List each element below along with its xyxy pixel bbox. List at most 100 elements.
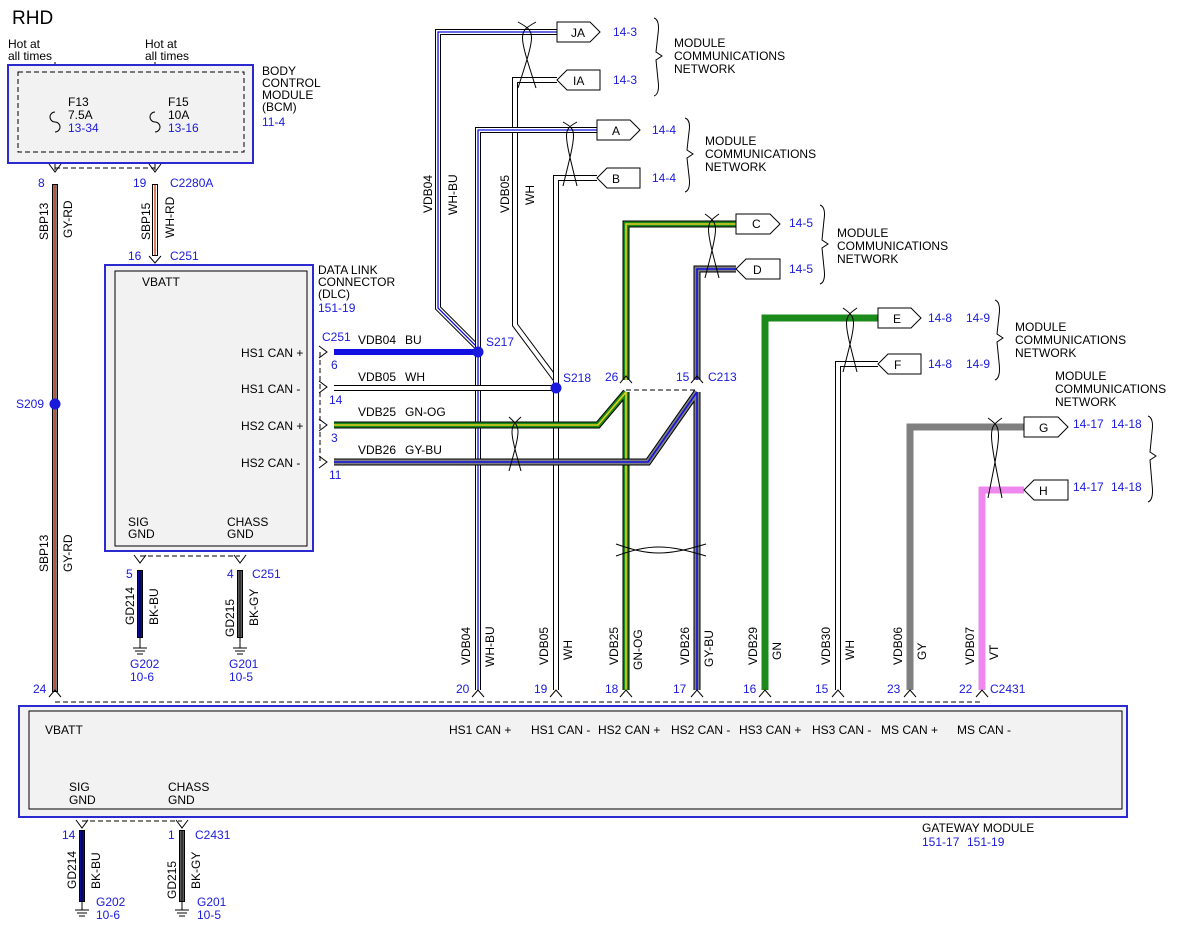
tag-d-ref: 14-5 xyxy=(789,262,813,276)
gw-g202-point: G202 xyxy=(96,895,126,909)
gw-wire-3-circuit: VDB25 xyxy=(607,627,621,665)
upper-vdb04-color: WH-BU xyxy=(446,174,460,215)
dlc-gd215-color: BK-GY xyxy=(247,589,261,626)
dlc-pin-label-hs1p: HS1 CAN + xyxy=(241,346,303,360)
gw-gd214-color: BK-BU xyxy=(89,852,103,889)
hot-label-1a: Hot at xyxy=(8,37,41,51)
net-4-line-3: NETWORK xyxy=(1015,346,1076,360)
fuse-f15-rating: 10A xyxy=(168,108,189,122)
gw-chass-gnd-1: CHASS xyxy=(168,780,209,794)
gw-name: GATEWAY MODULE xyxy=(922,821,1034,835)
splice-s217-label: S217 xyxy=(486,335,514,349)
bcm-pin-19: 19 xyxy=(133,176,147,190)
tag-ia: IA xyxy=(573,74,584,88)
tag-b-ref: 14-4 xyxy=(652,171,676,185)
splice-s217-dot xyxy=(472,346,484,358)
tag-g-ref-2: 14-18 xyxy=(1111,417,1142,431)
dlc-gd214-color: BK-BU xyxy=(147,588,161,625)
tag-d: D xyxy=(753,263,762,277)
bcm-name-3: MODULE xyxy=(262,88,313,102)
tag-ja-ref: 14-3 xyxy=(613,25,637,39)
gw-pin-23: 23 xyxy=(887,682,901,696)
tag-h-ref-1: 14-17 xyxy=(1073,480,1104,494)
brace-4 xyxy=(994,299,1004,381)
dlc-vbatt-label: VBATT xyxy=(142,275,180,289)
dlc-pin-label-hs1m: HS1 CAN - xyxy=(241,382,300,396)
net-3-line-3: NETWORK xyxy=(837,252,898,266)
dlc-gd215-circuit: GD215 xyxy=(223,599,237,637)
sbp15-color: WH-RD xyxy=(163,196,177,238)
upper-vdb05-circuit: VDB05 xyxy=(498,175,512,213)
dlc-g201-point: G201 xyxy=(229,657,259,671)
gw-ref-2: 151-19 xyxy=(967,835,1005,849)
bcm-page-ref: 11-4 xyxy=(262,115,285,129)
tag-ia-ref: 14-3 xyxy=(613,73,637,87)
diagram-title: RHD xyxy=(12,8,53,29)
net-1-line-3: NETWORK xyxy=(674,62,735,76)
fuse-f13-ref: 13-34 xyxy=(68,121,99,135)
brace-5 xyxy=(1147,415,1157,503)
gw-sig-gnd-1: SIG xyxy=(69,780,90,794)
tag-b: B xyxy=(612,172,620,186)
gw-label-hs2m: HS2 CAN - xyxy=(671,723,730,737)
gw-g202-ref: 10-6 xyxy=(96,908,120,922)
dlc-page-ref: 151-19 xyxy=(318,301,356,315)
c213-pin-26: 26 xyxy=(605,370,619,384)
tag-e: E xyxy=(893,312,901,326)
sbp13-bottom-circuit: SBP13 xyxy=(37,534,51,572)
gw-pin-22: 22 xyxy=(959,682,973,696)
net-5-line-3: NETWORK xyxy=(1055,395,1116,409)
gw-wire-4-color: GY-BU xyxy=(702,630,716,667)
gateway-wire-labels: VDB04 WH-BU VDB05 WH VDB25 GN-OG VDB26 G… xyxy=(33,626,1026,703)
upper-vdb04-circuit: VDB04 xyxy=(421,175,435,213)
dlc-chass-gnd-2: GND xyxy=(227,527,254,541)
brace-2 xyxy=(684,117,694,193)
net-3-line-1: MODULE xyxy=(837,226,888,240)
gw-ref-1: 151-17 xyxy=(922,835,960,849)
dlc-ground-wires: GD214 BK-BU GD215 BK-GY G202 10-6 G201 1… xyxy=(123,570,261,684)
gw-gd215-circuit: GD215 xyxy=(165,861,179,899)
gw-label-msm: MS CAN - xyxy=(957,723,1011,737)
tag-e-ref-1: 14-8 xyxy=(928,311,952,325)
splice-s209-label: S209 xyxy=(16,397,44,411)
splice-s218-label: S218 xyxy=(563,371,591,385)
sbp13-bottom-color: GY-RD xyxy=(61,534,75,572)
dlc-gnd-pin-5: 5 xyxy=(126,567,133,581)
dlc-sig-gnd-1: SIG xyxy=(128,515,149,529)
gw-gd215-color: BK-GY xyxy=(189,852,203,889)
bcm-name-1: BODY xyxy=(262,64,296,78)
gw-pin-18: 18 xyxy=(605,682,619,696)
gw-vbatt-label: VBATT xyxy=(45,723,83,737)
fuse-f15-ref: 13-16 xyxy=(168,121,199,135)
hot-label-1b: all times xyxy=(8,49,52,63)
splice-s209-dot xyxy=(49,398,61,410)
dlc-g202-point: G202 xyxy=(130,657,160,671)
tag-e-ref-2: 14-9 xyxy=(966,311,990,325)
sbp15-circuit: SBP15 xyxy=(139,202,153,240)
gw-g201-ref: 10-5 xyxy=(197,908,221,922)
sbp13-top-circuit: SBP13 xyxy=(37,202,51,240)
gw-g201-point: G201 xyxy=(197,895,227,909)
gw-pin-17: 17 xyxy=(673,682,687,696)
c213-connector: C213 xyxy=(708,370,737,384)
gw-sig-gnd-2: GND xyxy=(69,793,96,807)
gw-gnd-pin-14: 14 xyxy=(62,828,76,842)
tag-c: C xyxy=(752,217,761,231)
dlc-pin-label-hs2p: HS2 CAN + xyxy=(241,419,303,433)
tag-a: A xyxy=(612,124,620,138)
bcm-name-2: CONTROL xyxy=(262,76,321,90)
dlc-name-1: DATA LINK xyxy=(318,263,378,277)
gw-label-hs3p: HS3 CAN + xyxy=(739,723,801,737)
dlc-wire-2-circuit: VDB05 xyxy=(358,370,396,384)
gw-pin-19: 19 xyxy=(534,682,548,696)
sbp13-top-color: GY-RD xyxy=(61,200,75,238)
gw-wire-1-circuit: VDB04 xyxy=(459,627,473,665)
dlc-pin-connector: C251 xyxy=(322,330,351,344)
gw-label-msp: MS CAN + xyxy=(881,723,938,737)
gw-wire-3-color: GN-OG xyxy=(631,629,645,670)
sbp-wires: S209 SBP13 GY-RD SBP13 GY-RD SBP15 WH-RD… xyxy=(16,184,199,692)
dlc-g202-ref: 10-6 xyxy=(130,670,154,684)
dlc-pin-14: 14 xyxy=(329,393,343,407)
dlc-name-3: (DLC) xyxy=(318,287,350,301)
